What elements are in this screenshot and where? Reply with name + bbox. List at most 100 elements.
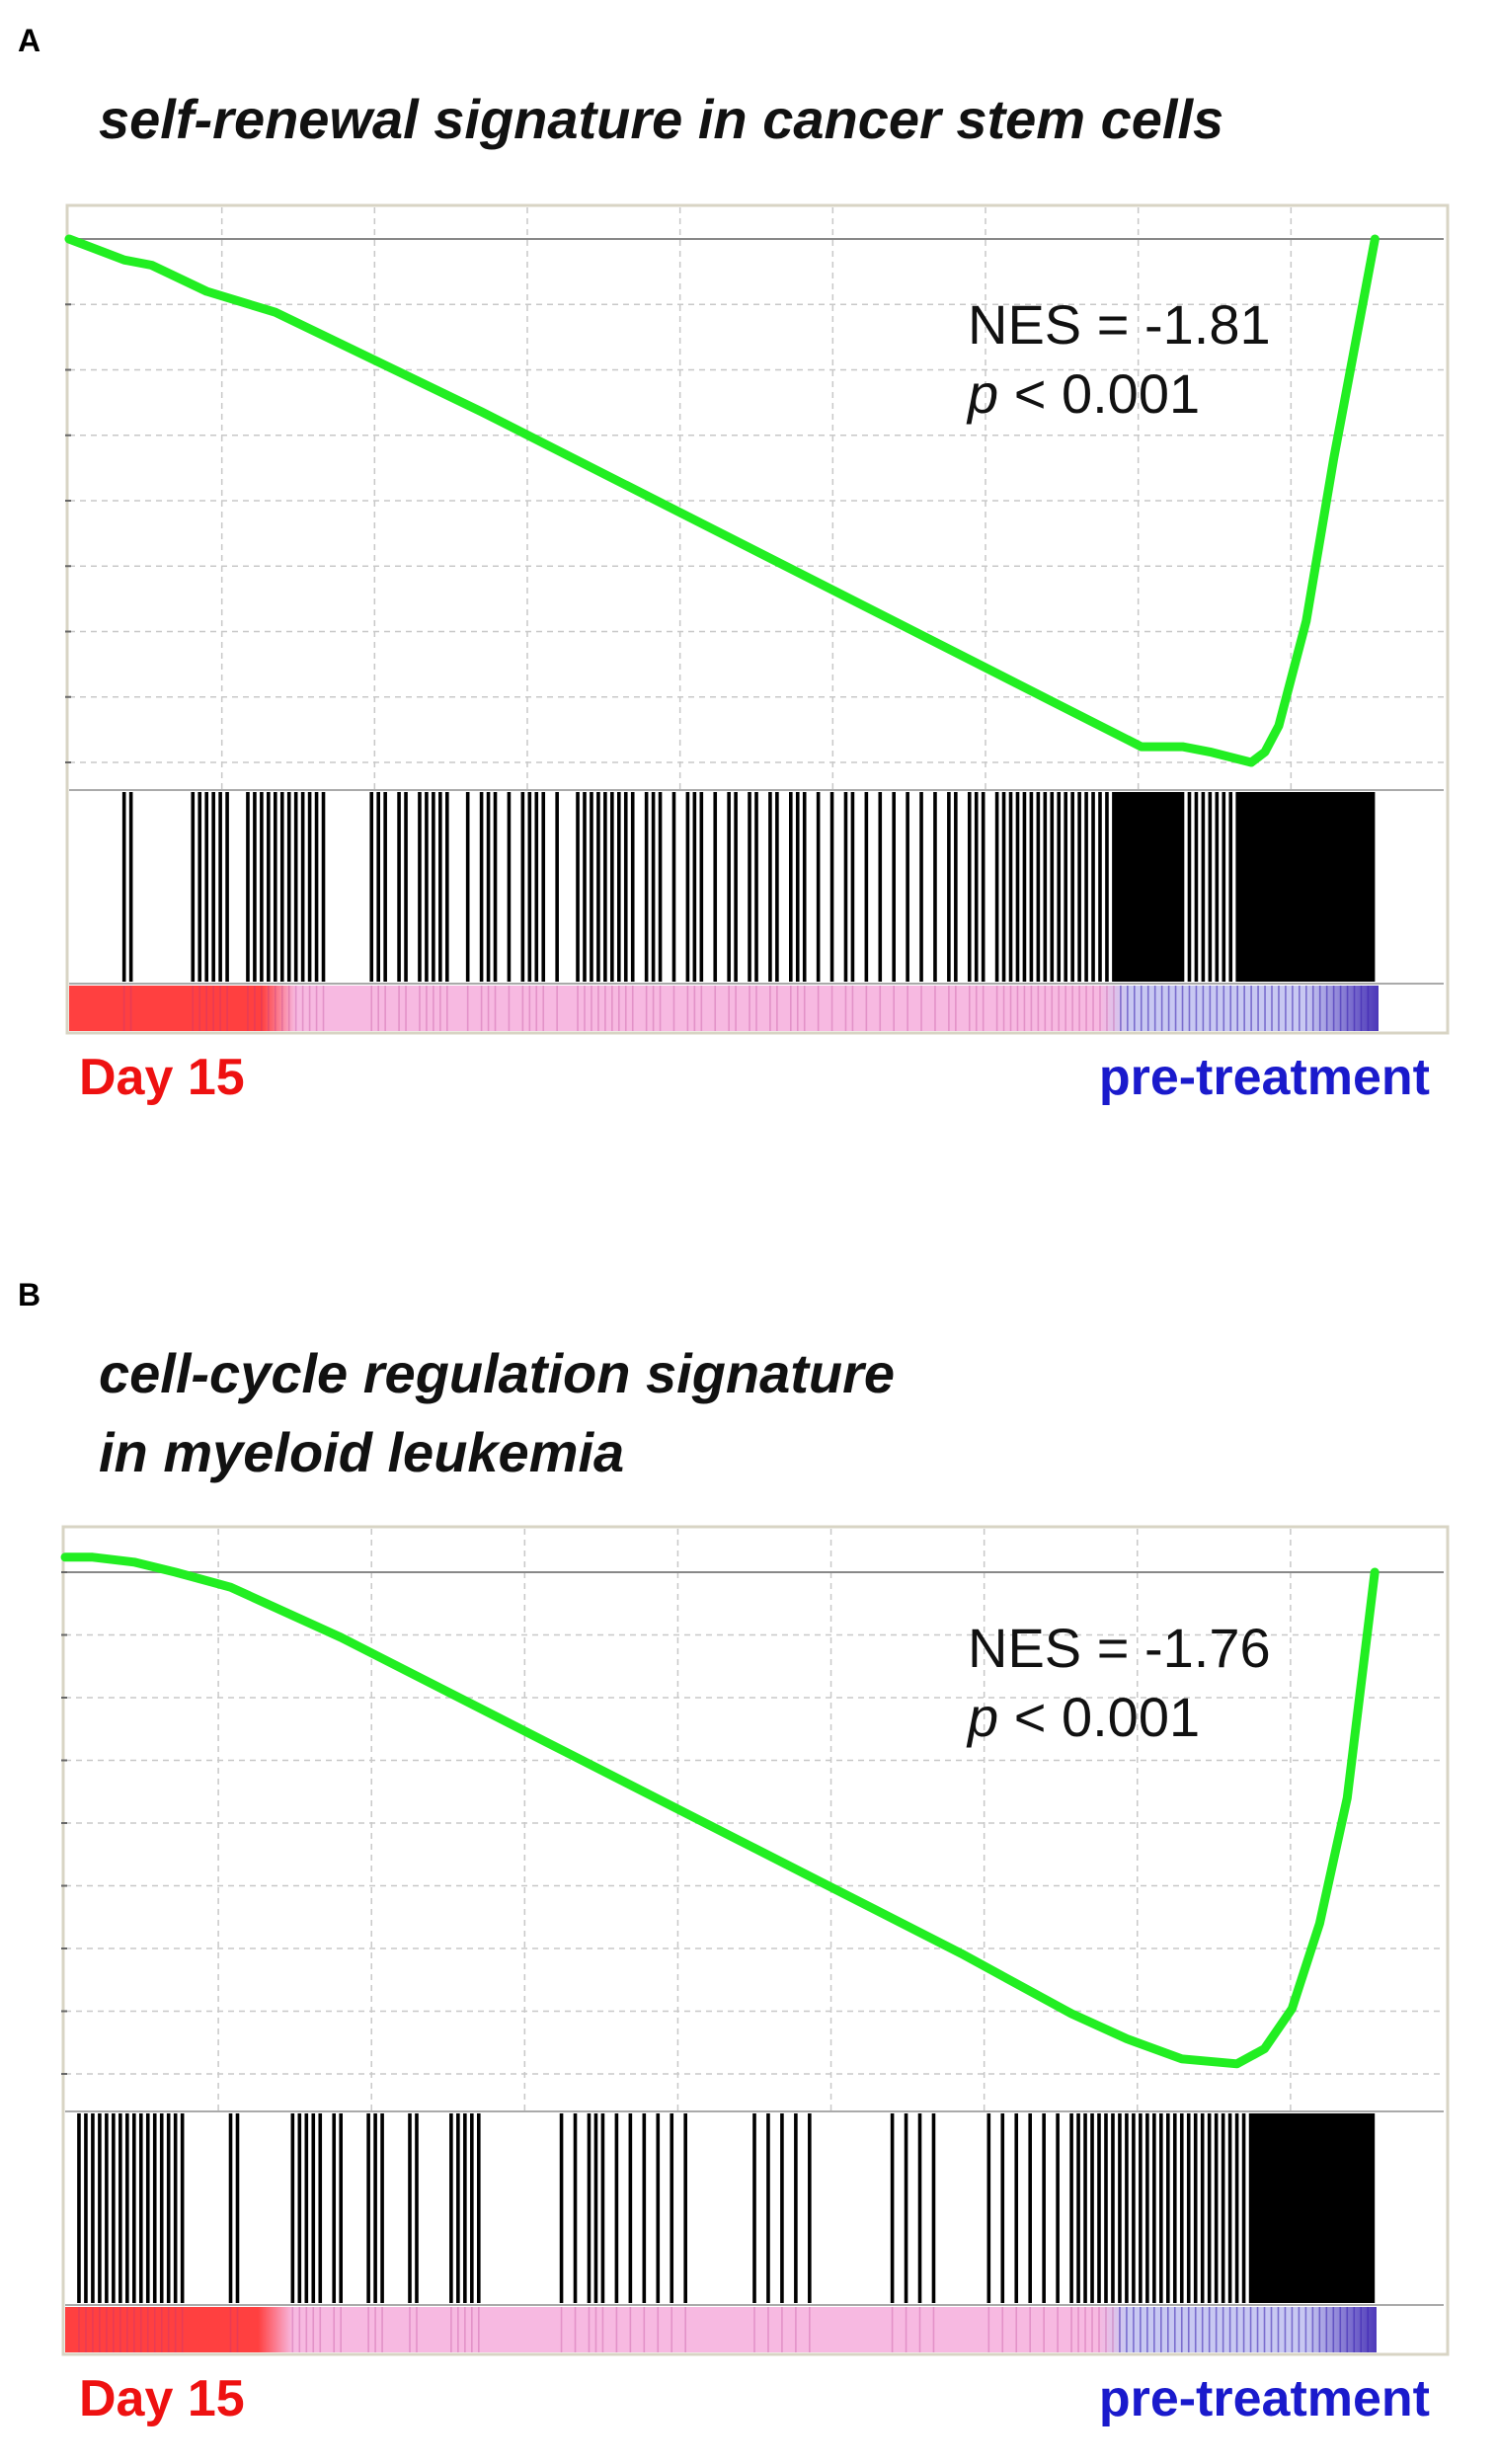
gene-hit-bar	[789, 792, 793, 982]
gene-hit-bar	[290, 2113, 295, 2303]
gene-hit-bar	[228, 2113, 233, 2303]
pretreatment-label-b: pre-treatment	[1099, 2370, 1430, 2427]
gene-hit-bar	[520, 792, 525, 982]
gene-hit-bar	[692, 792, 697, 982]
gene-hit-bar	[1076, 2113, 1080, 2303]
gene-hit-bar	[590, 792, 593, 982]
gene-hit-bar	[748, 792, 751, 982]
rank-stripe	[995, 986, 998, 1031]
gene-hit-bar	[1152, 2113, 1156, 2303]
gene-hit-bar	[559, 2113, 564, 2303]
rank-stripe	[1270, 2307, 1273, 2352]
rank-stripe	[1127, 986, 1129, 1031]
rank-stripe	[893, 986, 895, 1031]
panel-a: A self-renewal signature in cancer stem …	[18, 23, 1450, 1106]
rank-stripe	[305, 2307, 308, 2352]
gene-hit-bar	[132, 2113, 136, 2303]
rank-stripe	[1015, 2307, 1018, 2352]
rank-stripe	[645, 986, 648, 1031]
rank-stripe	[291, 2307, 294, 2352]
rank-stripe	[905, 2307, 907, 2352]
gene-hit-bar	[432, 792, 435, 982]
gene-hit-bar	[628, 2113, 633, 2303]
gene-hit-bar	[1194, 792, 1199, 982]
gene-hit-bar	[780, 2113, 784, 2303]
rank-stripe	[920, 986, 922, 1031]
gene-hit-bar	[775, 792, 779, 982]
gene-hit-bar	[121, 792, 126, 982]
rank-stripe	[1249, 2307, 1252, 2352]
gene-hit-bar	[1221, 2113, 1225, 2303]
gene-hit-bar	[246, 792, 250, 982]
gene-hit-bar	[670, 2113, 674, 2303]
gene-hit-bar	[1111, 2113, 1115, 2303]
rank-stripe	[948, 986, 950, 1031]
rank-stripe	[1112, 2307, 1114, 2352]
rank-stripe	[1057, 2307, 1059, 2352]
rank-stripe	[181, 2307, 184, 2352]
gene-hit-bar	[713, 792, 718, 982]
gene-hit-bar	[204, 792, 208, 982]
rank-stripe	[795, 2307, 797, 2352]
rank-stripe	[659, 986, 662, 1031]
rank-stripe	[471, 2307, 473, 2352]
gene-hit-bar	[527, 792, 532, 982]
gene-hit-bar	[864, 792, 869, 982]
gene-hit-bar	[376, 792, 380, 982]
gene-hit-bar	[1118, 2113, 1122, 2303]
gene-hit-bar	[145, 2113, 150, 2303]
rank-stripe	[1263, 2307, 1266, 2352]
gene-hit-bar	[906, 792, 909, 982]
gene-hit-bar	[794, 2113, 798, 2303]
nes-label-b: NES = -1.76	[968, 1617, 1271, 1679]
gene-hit-bar	[583, 792, 587, 982]
gene-hit-bar	[191, 792, 196, 982]
rank-stripe	[1058, 986, 1061, 1031]
gene-hit-bar	[994, 792, 999, 982]
gene-hit-bar	[974, 792, 979, 982]
rank-stripe	[604, 986, 606, 1031]
rank-stripe	[1140, 2307, 1142, 2352]
gene-hit-bar	[465, 792, 470, 982]
gene-hit-bar	[415, 2113, 419, 2303]
rank-stripe	[226, 986, 228, 1031]
gene-hit-bar	[470, 2113, 474, 2303]
rank-stripe	[1064, 986, 1066, 1031]
rank-stripe	[446, 986, 448, 1031]
gene-hit-bar	[260, 792, 264, 982]
rank-stripe	[918, 2307, 921, 2352]
gene-hit-bar	[456, 2113, 460, 2303]
rank-stripe	[1098, 2307, 1100, 2352]
gene-hit-bar	[1193, 2113, 1198, 2303]
gene-hit-bar	[986, 2113, 991, 2303]
rank-stripe	[830, 986, 833, 1031]
gene-hit-bar	[300, 792, 305, 982]
gene-hit-bar	[397, 792, 401, 982]
gene-hit-bar	[138, 2113, 143, 2303]
rank-gradient-bar-b	[65, 2307, 1444, 2352]
gene-hit-bar	[890, 2113, 895, 2303]
rank-stripe	[92, 2307, 94, 2352]
rank-stripe	[1222, 2307, 1224, 2352]
rank-stripe	[521, 986, 524, 1031]
gene-hit-bar	[904, 2113, 908, 2303]
rank-stripe	[1113, 986, 1115, 1031]
rank-stripe	[122, 986, 125, 1031]
gene-hit-bar	[610, 792, 614, 982]
rank-stripe	[1078, 986, 1080, 1031]
rank-stripe	[1106, 986, 1108, 1031]
gene-hit-bar	[576, 792, 580, 982]
gene-hit-bar	[1132, 2113, 1136, 2303]
rank-stripe	[1209, 986, 1212, 1031]
rank-stripe	[1285, 986, 1287, 1031]
gene-hit-bar	[1090, 2113, 1094, 2303]
rank-stripe	[714, 986, 717, 1031]
rank-stripe	[106, 2307, 108, 2352]
panel-title-b-line-2: in myeloid leukemia	[99, 1421, 624, 1483]
gene-hit-bar	[642, 2113, 647, 2303]
rank-stripe	[1120, 986, 1122, 1031]
rank-stripes-b	[78, 2307, 1370, 2352]
rank-stripe	[319, 2307, 322, 2352]
rank-stripe	[494, 986, 497, 1031]
gene-hit-bar	[1028, 2113, 1032, 2303]
